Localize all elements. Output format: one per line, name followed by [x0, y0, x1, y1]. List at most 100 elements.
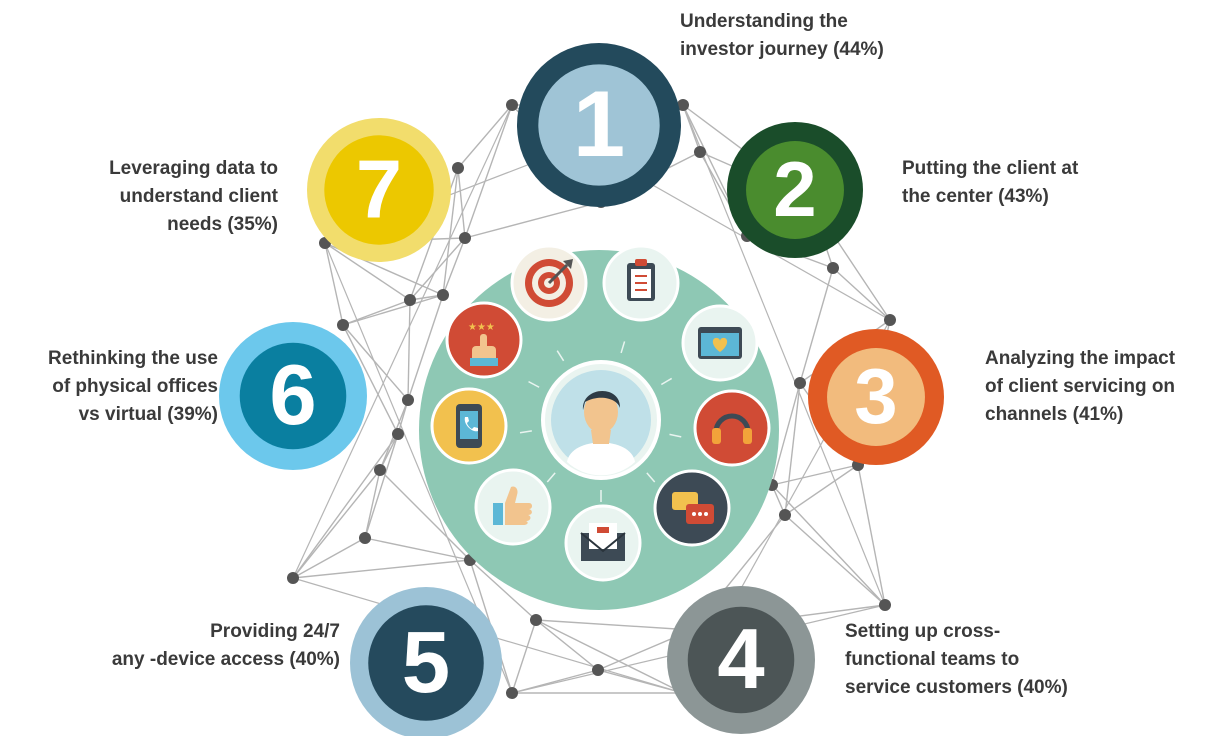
network-edge	[799, 267, 834, 384]
badge-7: 7	[307, 118, 451, 262]
browser-heart-icon	[681, 304, 759, 382]
network-node	[794, 377, 806, 389]
badge-3: 3	[808, 329, 944, 465]
item-label-3: Analyzing the impact of client servicing …	[985, 345, 1220, 429]
item-label-line: functional teams to	[845, 649, 1020, 670]
badge-inner-disc	[827, 348, 925, 446]
network-node	[506, 99, 518, 111]
clipboard-icon	[602, 244, 680, 322]
badge-4: 4	[667, 586, 815, 734]
email-icon	[564, 504, 642, 582]
network-edge	[292, 559, 471, 579]
badge-1: 1	[517, 43, 681, 207]
badge-inner-disc	[746, 141, 844, 239]
hub: ★★★	[419, 244, 779, 610]
phone-icon	[430, 387, 508, 465]
network-edge	[442, 167, 459, 296]
network-edge	[832, 267, 891, 321]
network-edge	[407, 299, 411, 401]
network-edge	[342, 324, 399, 435]
item-label-line: of client servicing on	[985, 376, 1176, 397]
item-label-line: Analyzing the impact	[985, 348, 1176, 369]
item-label-line: needs (35%)	[167, 214, 278, 235]
item-label-line: Putting the client at	[902, 158, 1079, 179]
hub-arrow	[556, 350, 565, 362]
network-edge	[342, 324, 409, 401]
item-label-line: Rethinking the use	[48, 348, 218, 369]
svg-text:★★★: ★★★	[468, 322, 495, 333]
hub-arrow	[669, 433, 682, 438]
item-label-line: investor journey (44%)	[680, 39, 884, 60]
network-node	[337, 319, 349, 331]
network-edge	[364, 537, 471, 561]
badge-number: 5	[402, 614, 450, 711]
network-edge	[379, 469, 471, 561]
item-label-line: Providing 24/7	[210, 621, 340, 642]
network-edge	[324, 242, 344, 326]
network-node	[402, 394, 414, 406]
network-edge	[535, 619, 693, 631]
badge-inner-disc	[687, 606, 795, 714]
network-edge	[857, 464, 886, 606]
hub-arrow	[620, 341, 626, 354]
item-label-line: of physical offices	[52, 376, 218, 397]
network-edge	[292, 104, 513, 579]
item-label-1: Understanding the investor journey (44%)	[680, 8, 960, 64]
hub-arrow	[646, 472, 656, 483]
network-edge	[771, 464, 859, 486]
network-edge	[407, 294, 444, 401]
network-node	[779, 509, 791, 521]
chat-bubbles-icon	[653, 469, 731, 547]
hub-arrow	[528, 380, 540, 388]
network-node	[879, 599, 891, 611]
network-edge	[379, 433, 399, 471]
badge-number: 4	[717, 612, 764, 707]
network-node	[530, 614, 542, 626]
network-edge	[771, 484, 886, 606]
network-edge	[364, 433, 399, 539]
badge-6: 6	[219, 322, 367, 470]
badge-number: 6	[269, 348, 316, 443]
network-node	[404, 294, 416, 306]
network-edge	[464, 104, 513, 239]
network-edge	[784, 464, 859, 516]
hub-arrow	[546, 472, 556, 483]
badge-inner-disc	[368, 605, 484, 721]
network-edge	[292, 537, 366, 579]
network-node	[374, 464, 386, 476]
hub-arrows	[519, 341, 682, 502]
network-edge	[342, 294, 444, 326]
network-edge	[457, 104, 513, 169]
network-edge	[409, 237, 466, 301]
item-label-line: Understanding the	[680, 11, 848, 32]
network-edge	[292, 469, 381, 579]
network-node	[884, 314, 896, 326]
badge-2: 2	[727, 122, 863, 258]
network-edge	[784, 514, 886, 606]
badge-number: 1	[573, 71, 625, 176]
network-node	[437, 289, 449, 301]
hub-arrow	[519, 430, 532, 434]
network-edge	[292, 433, 399, 579]
network-edge	[464, 201, 602, 239]
item-label-line: channels (41%)	[985, 404, 1124, 425]
person-avatar-icon	[541, 360, 661, 480]
network-edge	[535, 619, 599, 671]
badge-number: 3	[854, 352, 897, 440]
hub-arrow	[660, 377, 673, 386]
badge-inner-disc	[239, 342, 347, 450]
badge-inner-disc	[324, 135, 434, 245]
network-edge	[771, 382, 801, 486]
network-node	[459, 232, 471, 244]
rating-hand-icon: ★★★	[445, 301, 523, 379]
thumbs-up-icon	[474, 468, 552, 546]
network-node	[287, 572, 299, 584]
network-node	[392, 428, 404, 440]
item-label-line: Setting up cross-	[845, 621, 1001, 642]
badge-number: 7	[356, 142, 402, 235]
